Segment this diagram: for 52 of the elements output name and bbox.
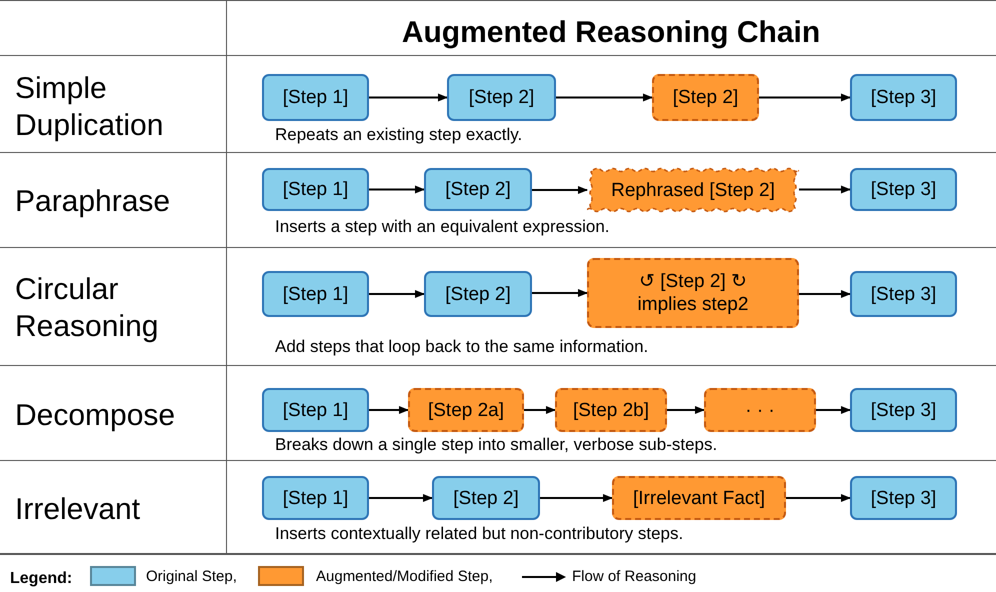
step-box: [Step 3] [850, 168, 957, 211]
legend-text: Flow of Reasoning [572, 568, 696, 585]
arrow [556, 94, 653, 102]
step-box: [Irrelevant Fact] [612, 476, 786, 520]
step-box: [Step 3] [850, 74, 957, 121]
step-box: [Step 1] [262, 74, 369, 121]
arrow [524, 406, 556, 414]
legend-text: Original Step, [146, 568, 237, 585]
description-text: Add steps that loop back to the same information. [275, 336, 648, 357]
step-box: ↺ [Step 2] ↻ implies step2 [587, 258, 799, 328]
arrow [369, 186, 425, 194]
step-box: [Step 3] [850, 388, 957, 432]
arrow [369, 94, 448, 102]
description-text: Inserts contextually related but non-contributory steps. [275, 523, 684, 544]
arrow [759, 94, 851, 102]
step-box: [Step 1] [262, 168, 369, 211]
arrow [540, 494, 613, 502]
row-heading: Paraphrase [15, 184, 170, 220]
step-box: [Step 2] [432, 476, 540, 520]
arrow [369, 406, 409, 414]
step-box: [Step 1] [262, 388, 369, 432]
step-box: [Step 2] [424, 271, 532, 317]
arrow [799, 290, 851, 298]
step-box: [Step 1] [262, 271, 369, 317]
column-heading: Augmented Reasoning Chain [400, 15, 822, 51]
step-box: Rephrased [Step 2] [587, 166, 799, 214]
arrow [369, 494, 433, 502]
arrow [799, 186, 851, 194]
row-heading: Circular Reasoning [15, 272, 160, 345]
row-heading: Simple Duplication [15, 71, 164, 144]
step-box: [Step 3] [850, 476, 957, 520]
step-box: [Step 2] [447, 74, 556, 121]
step-box: [Step 2] [652, 74, 759, 121]
arrow [786, 494, 851, 502]
description-text: Inserts a step with an equivalent expression. [275, 216, 610, 237]
arrow [816, 406, 851, 414]
step-box: [Step 2a] [408, 388, 524, 432]
arrow [667, 406, 705, 414]
legend-text: Augmented/Modified Step, [316, 568, 493, 585]
description-text: Breaks down a single step into smaller, verbose sub-steps. [275, 434, 718, 455]
step-box: [Step 2b] [555, 388, 667, 432]
arrow [532, 186, 588, 194]
row-heading: Irrelevant [15, 492, 140, 528]
arrow [369, 290, 425, 298]
step-box: [Step 2] [424, 168, 532, 211]
description-text: Repeats an existing step exactly. [275, 124, 522, 145]
arrow [532, 289, 588, 297]
step-box: · · · [704, 388, 816, 432]
step-box: [Step 3] [850, 271, 957, 317]
step-box: [Step 1] [262, 476, 369, 520]
row-heading: Decompose [15, 398, 176, 434]
legend-heading: Legend: [10, 569, 72, 589]
